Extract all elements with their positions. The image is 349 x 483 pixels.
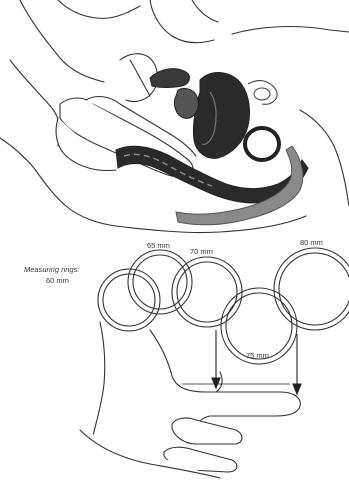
body-outline — [0, 0, 349, 233]
ring-label-60mm: 60 mm — [46, 276, 69, 285]
measuring-rings-label: Measuring rings: — [24, 265, 79, 274]
measuring-rings — [98, 248, 349, 364]
ring-70mm — [172, 257, 242, 327]
ring-label-80mm: 80 mm — [300, 238, 323, 247]
ring-label-75mm: 75 mm — [246, 351, 269, 360]
measuring-hand — [80, 322, 300, 478]
bladder-ring — [245, 128, 279, 160]
ring-label-70mm: 70 mm — [190, 247, 213, 256]
ring-80mm — [274, 248, 349, 330]
measurement-arrows — [182, 330, 301, 394]
ring-label-65mm: 65 mm — [147, 241, 170, 250]
ovary-tube — [248, 81, 277, 105]
ring-60mm — [98, 269, 160, 331]
